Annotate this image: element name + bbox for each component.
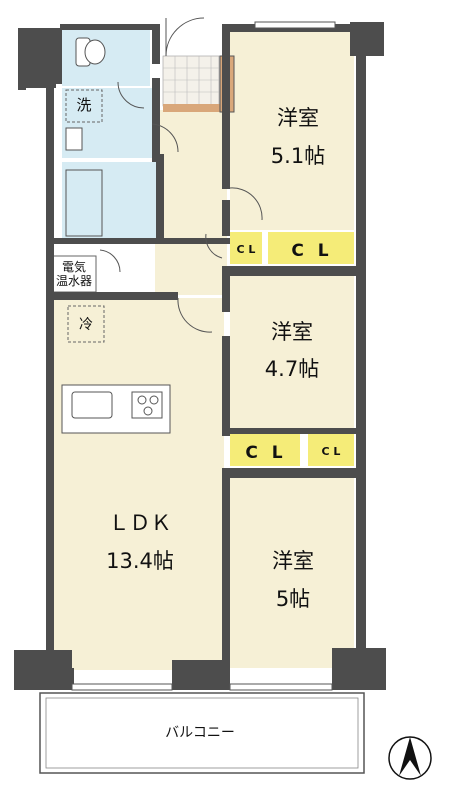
- western-room-1-name: 洋室: [277, 106, 319, 130]
- refrigerator-space: [67, 305, 105, 343]
- room3-window: [229, 683, 333, 691]
- toilet-door: [117, 81, 145, 109]
- heater-door: [99, 249, 121, 273]
- refrigerator-label: 冷: [79, 317, 93, 333]
- bathtub: [65, 169, 103, 237]
- closet-top-large-label: C L: [291, 241, 332, 261]
- closet-mid-large: [230, 434, 300, 466]
- western-room-1-floor: [230, 30, 354, 230]
- floor-fills: [52, 30, 354, 670]
- closet-mid-small-label: C L: [322, 445, 341, 458]
- washroom-label: 洗: [76, 96, 91, 114]
- entrance-tile-grid: [163, 56, 219, 106]
- cooktop: [131, 391, 163, 419]
- western-room-3-size: 5帖: [276, 587, 310, 611]
- water-heater-label-1: 電気: [62, 259, 86, 274]
- balcony-outline: [39, 692, 365, 774]
- toilet-bowl: [84, 39, 106, 65]
- walls: [14, 22, 386, 690]
- ldk-name: ＬＤＫ: [109, 511, 172, 535]
- windows: [71, 21, 336, 691]
- closet-top-small-label: C L: [237, 243, 256, 256]
- western-room-3-floor: [230, 478, 354, 668]
- closet-mid-large-label: C L: [245, 443, 286, 463]
- closet-top-large: [268, 232, 354, 264]
- ldk-window: [71, 683, 173, 691]
- burner-3: [143, 406, 153, 416]
- western-room-2-name: 洋室: [271, 320, 313, 344]
- entrance: [162, 55, 235, 113]
- sink: [71, 391, 113, 419]
- washroom-door: [151, 123, 179, 153]
- north-arrow-icon: [388, 736, 432, 780]
- burner-2: [149, 395, 159, 405]
- balcony-label: バルコニー: [165, 725, 235, 741]
- balcony-inner: [45, 697, 359, 769]
- western-room-2-size: 4.7帖: [265, 357, 319, 381]
- western-room-2-floor: [230, 275, 354, 430]
- washbasin: [65, 127, 83, 151]
- entrance-door: [165, 17, 205, 57]
- closet-top-small: [230, 232, 262, 264]
- entrance-step: [163, 104, 227, 112]
- doors: [99, 17, 263, 333]
- closets: [230, 232, 354, 466]
- water-heater-space: [51, 255, 97, 293]
- western-room-3-name: 洋室: [272, 549, 314, 573]
- room1-window: [254, 21, 336, 29]
- ldk-door: [177, 297, 213, 333]
- closet-mid-small: [308, 434, 354, 466]
- washer-space: [65, 89, 103, 123]
- water-heater-label-2: 温水器: [56, 274, 92, 288]
- hallway-floor: [155, 110, 227, 295]
- closet-door: [205, 233, 223, 259]
- western-room-1-size: 5.1帖: [271, 144, 325, 168]
- toilet-room: [62, 30, 150, 86]
- ldk-size: 13.4帖: [106, 549, 174, 573]
- room1-door: [229, 187, 263, 221]
- kitchen-counter: [61, 384, 171, 434]
- entrance-tile: [162, 55, 220, 107]
- burner-1: [137, 395, 147, 405]
- wet-areas: [62, 30, 158, 240]
